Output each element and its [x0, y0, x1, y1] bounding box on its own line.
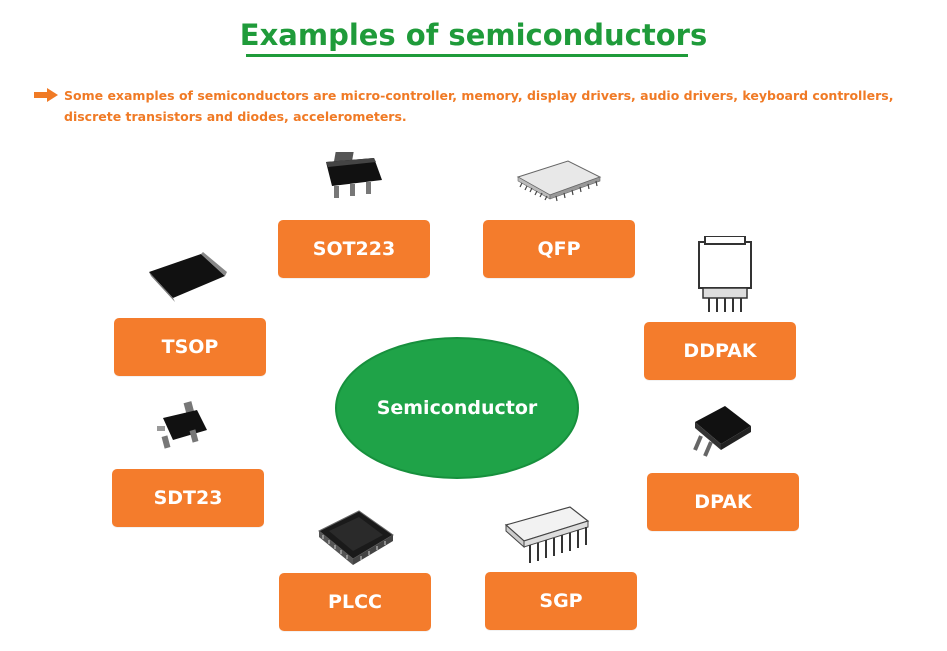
sdt23-chip-image — [157, 401, 207, 449]
sot223-chip-image — [326, 152, 382, 198]
sgp-chip-image — [504, 506, 590, 563]
page-title: Examples of semiconductors — [239, 18, 708, 52]
sdt23-box: SDT23 — [112, 469, 264, 527]
plcc-box: PLCC — [279, 573, 431, 631]
sgp-box: SGP — [485, 572, 637, 630]
ddpak-chip-image — [698, 236, 752, 312]
ddpak-box: DDPAK — [644, 322, 796, 380]
intro-text: Some examples of semiconductors are micr… — [64, 88, 894, 124]
tsop-chip-image — [149, 252, 227, 302]
sot223-box: SOT223 — [278, 220, 430, 278]
dpak-box: DPAK — [647, 473, 799, 531]
qfp-box: QFP — [483, 220, 635, 278]
dpak-chip-image — [693, 406, 751, 457]
semiconductor-ellipse: Semiconductor — [335, 337, 579, 479]
plcc-chip-image — [318, 510, 394, 565]
arrow-icon — [34, 88, 58, 102]
qfp-chip-image — [516, 160, 602, 202]
tsop-box: TSOP — [114, 318, 266, 376]
title-underline — [246, 54, 688, 57]
